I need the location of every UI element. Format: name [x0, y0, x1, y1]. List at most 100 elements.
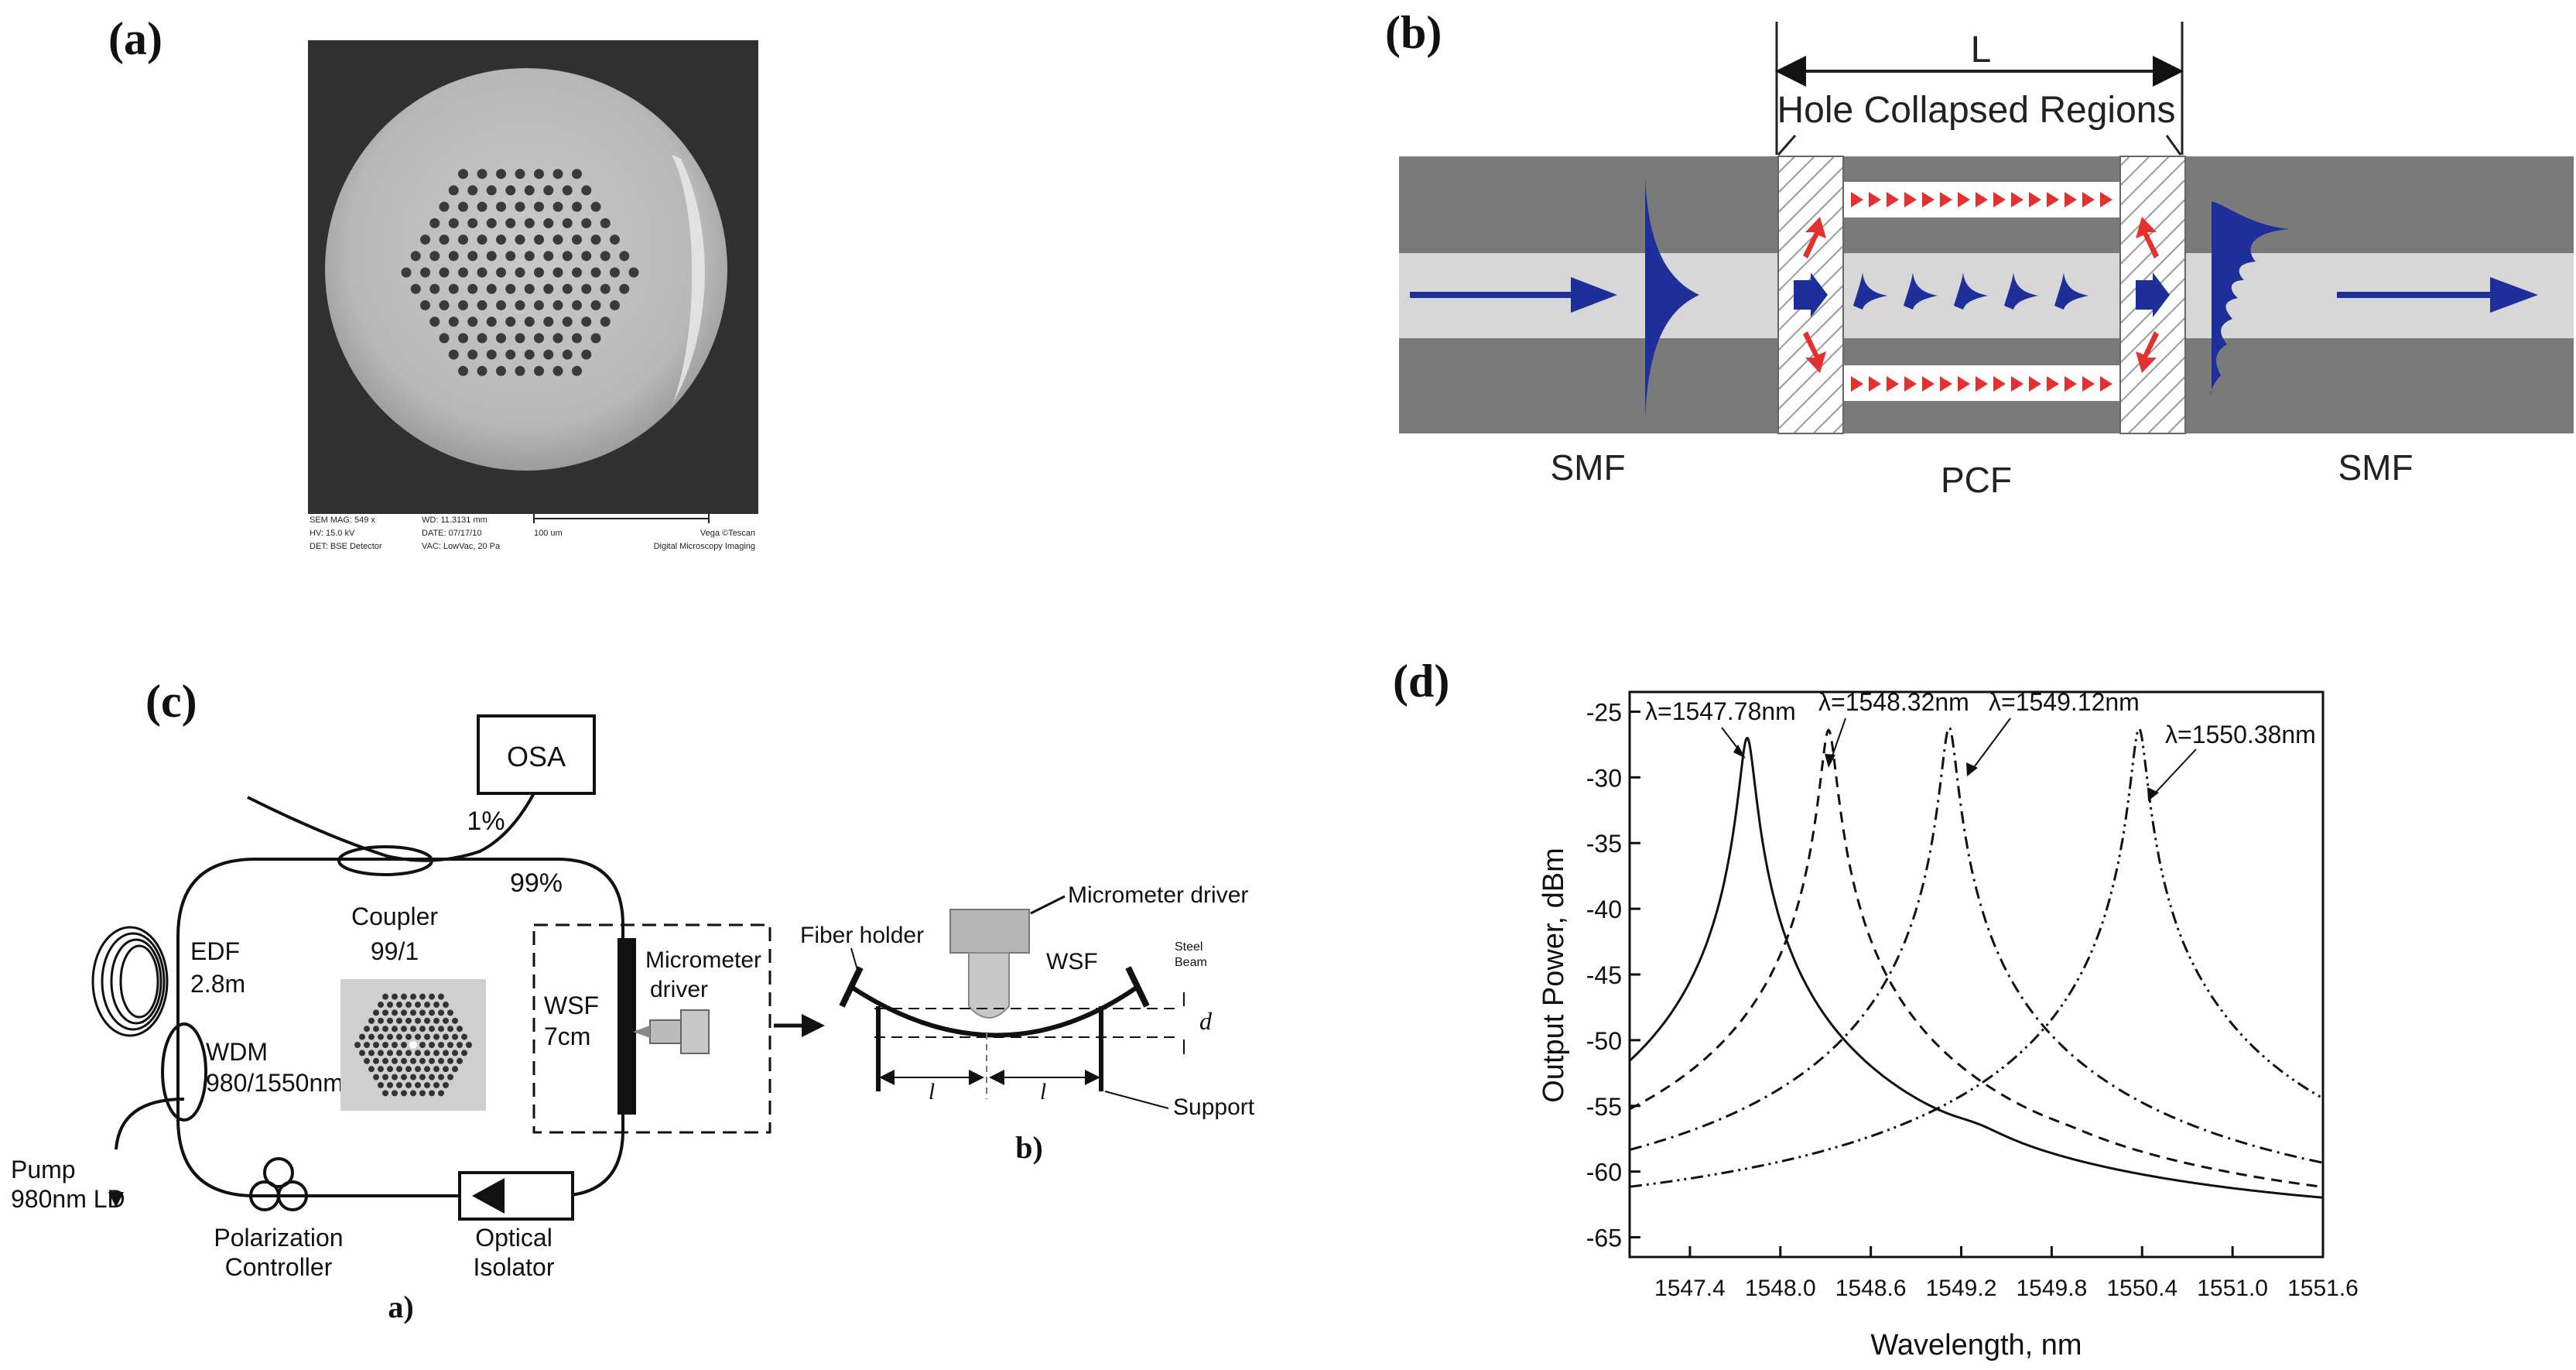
micrometer-mini-icon	[633, 1009, 710, 1054]
isolator-label: Optical	[475, 1224, 552, 1252]
air-hole	[458, 235, 468, 245]
series-layer	[1628, 726, 2324, 1199]
polarization-controller-icon	[249, 1157, 308, 1211]
air-hole	[438, 1009, 444, 1016]
series-line-2	[1629, 728, 2324, 1188]
cladding-arrow	[1940, 376, 1952, 392]
air-hole	[562, 217, 573, 228]
air-hole	[392, 993, 398, 1000]
air-hole	[410, 1057, 416, 1064]
air-hole	[382, 1074, 388, 1081]
cladding-arrow	[1851, 192, 1863, 207]
air-hole	[466, 1042, 472, 1048]
y-tick-label: -65	[1586, 1224, 1622, 1252]
core-mode-pulses	[1853, 272, 2089, 310]
air-hole	[424, 1050, 430, 1057]
air-hole	[534, 333, 544, 344]
core-mode-pulse	[2054, 272, 2089, 310]
air-hole	[628, 267, 639, 278]
air-hole	[581, 283, 592, 294]
air-hole	[433, 1066, 440, 1073]
air-hole	[429, 283, 440, 294]
air-hole	[387, 1017, 393, 1024]
x-tick-label: 1549.2	[1926, 1276, 1997, 1301]
air-hole	[424, 1066, 430, 1073]
air-hole	[415, 1050, 421, 1057]
cladding-arrow	[1976, 376, 1988, 392]
smf-left-label: SMF	[1550, 447, 1625, 488]
air-hole	[524, 185, 535, 196]
air-hole	[438, 1090, 444, 1097]
air-hole	[467, 317, 478, 327]
osa-box	[477, 714, 596, 795]
series-line-1	[1628, 736, 2324, 1199]
air-hole	[420, 235, 430, 245]
air-hole	[392, 1042, 398, 1048]
pcf-inset-lattice	[354, 993, 472, 1097]
air-hole	[515, 333, 525, 344]
air-hole	[438, 1074, 444, 1081]
air-hole	[448, 217, 459, 228]
air-hole	[419, 1090, 426, 1097]
air-hole	[401, 1026, 407, 1033]
air-hole	[477, 333, 487, 344]
peak-label-1: λ=1547.78nm	[1645, 697, 1796, 725]
micrometer-head	[949, 909, 1030, 954]
air-hole	[534, 267, 544, 278]
air-hole	[562, 283, 573, 294]
air-hole	[429, 1026, 435, 1033]
air-hole	[368, 1017, 375, 1024]
air-hole	[405, 1066, 412, 1073]
panel-d-label: (d)	[1393, 656, 1449, 707]
air-hole	[505, 251, 516, 262]
air-hole	[610, 267, 620, 278]
air-hole	[387, 1033, 393, 1040]
panel-c: (c) OSA 1% 99% Coupler 99/1 EDF 2.8m WDM…	[11, 676, 1255, 1324]
air-hole	[467, 283, 478, 294]
air-hole	[433, 1017, 440, 1024]
air-hole	[401, 1042, 407, 1048]
air-hole	[410, 251, 421, 262]
air-hole	[448, 349, 459, 360]
y-axis-ticks: -25-30-35-40-45-50-55-60-65	[1586, 698, 1640, 1252]
air-hole	[387, 1066, 393, 1073]
bending-setup: Micrometer driver Fiber holder WSF Steel…	[800, 882, 1255, 1165]
steel-label: Steel	[1175, 940, 1202, 954]
y-axis-label: Output Power, dBm	[1538, 848, 1570, 1103]
air-hole	[429, 993, 435, 1000]
air-hole	[410, 993, 416, 1000]
air-hole	[452, 1017, 458, 1024]
air-hole	[477, 235, 487, 245]
air-hole	[415, 1081, 421, 1088]
air-hole	[572, 201, 582, 212]
panel-b: (b) L Hole Collapsed Regions	[1385, 7, 2574, 500]
air-hole	[429, 1057, 435, 1064]
coupling-arrows	[1803, 217, 2159, 373]
wdm-label: WDM	[206, 1038, 268, 1066]
air-hole	[382, 1042, 388, 1048]
air-hole	[401, 1090, 407, 1097]
air-hole	[396, 1050, 402, 1057]
support-pointer	[1104, 1091, 1169, 1109]
cladding-arrow	[1869, 192, 1881, 207]
sub-a-label: a)	[388, 1290, 413, 1324]
air-hole	[572, 235, 582, 245]
coupler-ratio: 99/1	[371, 937, 419, 965]
air-hole	[486, 185, 497, 196]
cladding-arrow	[2100, 376, 2112, 392]
air-hole	[552, 365, 563, 376]
region-pointer-left	[1777, 135, 1797, 156]
air-hole	[419, 993, 426, 1000]
air-hole	[410, 283, 421, 294]
air-hole	[496, 267, 506, 278]
air-hole	[496, 365, 506, 376]
air-hole	[534, 201, 544, 212]
cladding-arrow	[2011, 376, 2024, 392]
air-hole	[458, 267, 468, 278]
sem-brand-sub: Digital Microscopy Imaging	[654, 542, 755, 551]
air-hole	[429, 251, 440, 262]
air-hole	[552, 169, 563, 180]
y-tick-label: -45	[1586, 961, 1622, 989]
air-hole	[543, 251, 554, 262]
sem-date: DATE: 07/17/10	[422, 529, 481, 538]
